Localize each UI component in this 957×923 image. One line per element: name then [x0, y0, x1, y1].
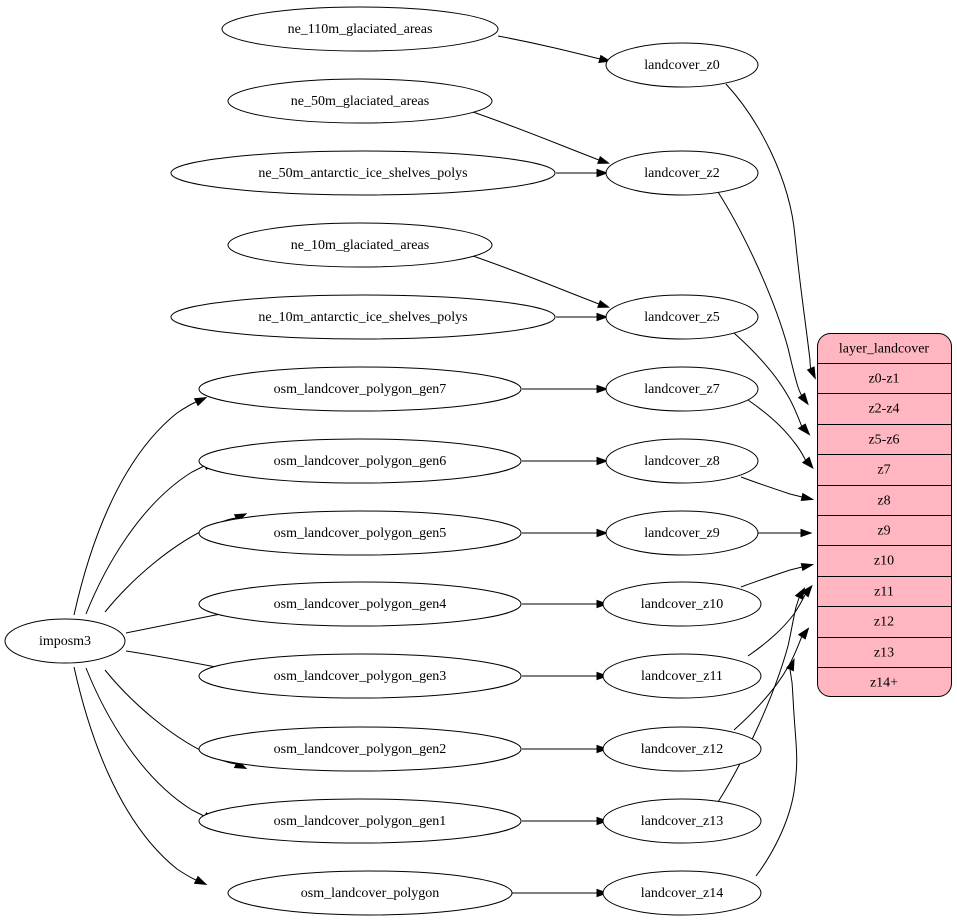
- node-landcover-z13[interactable]: landcover_z13: [602, 798, 762, 844]
- edge-gen1-to-z13: [522, 816, 609, 826]
- edge-imposm3-to-gen7: [73, 396, 208, 616]
- node-label: landcover_z10: [641, 597, 723, 612]
- edge-gen7-to-z7: [522, 384, 609, 394]
- record-row-z8[interactable]: z8: [877, 494, 890, 509]
- record-row-z9[interactable]: z9: [877, 524, 890, 539]
- edge-imposm3-to-gen1: [85, 667, 216, 822]
- node-osm-landcover-polygon-gen3[interactable]: osm_landcover_polygon_gen3: [198, 653, 522, 699]
- node-ne-110m-glaciated-areas[interactable]: ne_110m_glaciated_areas: [221, 6, 499, 52]
- edge-ne50m-glaciated-to-z2: [469, 110, 611, 164]
- edge-ne10m-antarctic-to-z5: [556, 312, 609, 322]
- edge-imposm3-to-polygon: [73, 666, 208, 886]
- node-osm-landcover-polygon-gen7[interactable]: osm_landcover_polygon_gen7: [198, 366, 522, 412]
- node-label: landcover_z12: [641, 742, 723, 757]
- node-osm-landcover-polygon-gen4[interactable]: osm_landcover_polygon_gen4: [198, 581, 522, 627]
- node-label: landcover_z14: [641, 886, 723, 901]
- record-row-z11[interactable]: z11: [874, 585, 894, 600]
- node-landcover-z0[interactable]: landcover_z0: [605, 42, 759, 88]
- node-ne-10m-antarctic-ice-shelves-polys[interactable]: ne_10m_antarctic_ice_shelves_polys: [170, 294, 556, 340]
- node-label: landcover_z7: [644, 382, 719, 397]
- node-landcover-z8[interactable]: landcover_z8: [605, 438, 759, 484]
- node-osm-landcover-polygon[interactable]: osm_landcover_polygon: [227, 870, 513, 916]
- edge-z7-to-row-z7: [747, 399, 814, 470]
- node-label: osm_landcover_polygon_gen2: [274, 742, 447, 757]
- edge-z10-to-row-z10: [740, 563, 815, 588]
- record-row-z5-z6[interactable]: z5-z6: [868, 433, 899, 448]
- node-label: landcover_z5: [644, 310, 719, 325]
- node-label: landcover_z0: [644, 58, 719, 73]
- edge-z2-to-row-z2z4: [717, 191, 809, 406]
- node-label: osm_landcover_polygon_gen5: [274, 526, 447, 541]
- edge-ne50m-antarctic-to-z2: [556, 168, 609, 178]
- node-label: ne_50m_antarctic_ice_shelves_polys: [258, 166, 467, 181]
- edge-z8-to-row-z8: [740, 476, 815, 501]
- node-osm-landcover-polygon-gen5[interactable]: osm_landcover_polygon_gen5: [198, 510, 522, 556]
- node-label: ne_50m_glaciated_areas: [291, 94, 429, 109]
- edge-polygon-to-z14: [512, 888, 609, 898]
- edge-gen5-to-z9: [522, 528, 609, 538]
- record-row-z14plus[interactable]: z14+: [870, 676, 898, 691]
- node-label: osm_landcover_polygon_gen7: [274, 382, 447, 397]
- node-landcover-z2[interactable]: landcover_z2: [605, 150, 759, 196]
- node-ne-10m-glaciated-areas[interactable]: ne_10m_glaciated_areas: [227, 222, 493, 268]
- edge-z0-to-row-z0z1: [725, 83, 816, 380]
- node-osm-landcover-polygon-gen2[interactable]: osm_landcover_polygon_gen2: [198, 726, 522, 772]
- node-imposm3[interactable]: imposm3: [4, 618, 126, 664]
- node-label: ne_110m_glaciated_areas: [288, 22, 433, 37]
- node-label: ne_10m_glaciated_areas: [291, 238, 429, 253]
- node-layer-landcover-record[interactable]: layer_landcover z0-z1 z2-z4 z5-z6 z7 z8 …: [817, 333, 952, 697]
- node-label: osm_landcover_polygon_gen4: [274, 597, 447, 612]
- node-label: osm_landcover_polygon_gen1: [274, 814, 447, 829]
- record-row-z12[interactable]: z12: [874, 615, 894, 630]
- edge-gen4-to-z10: [522, 599, 609, 609]
- node-label: landcover_z13: [641, 814, 723, 829]
- record-row-z13[interactable]: z13: [874, 646, 894, 661]
- node-ne-50m-antarctic-ice-shelves-polys[interactable]: ne_50m_antarctic_ice_shelves_polys: [170, 150, 556, 196]
- node-landcover-z14[interactable]: landcover_z14: [602, 870, 762, 916]
- record-row-z10[interactable]: z10: [874, 554, 894, 569]
- record-row-z7[interactable]: z7: [877, 463, 890, 478]
- edge-gen6-to-z8: [522, 456, 609, 466]
- edge-z9-to-row-z9: [755, 528, 813, 538]
- node-landcover-z5[interactable]: landcover_z5: [605, 294, 759, 340]
- node-label: osm_landcover_polygon_gen6: [274, 454, 447, 469]
- edge-gen2-to-z12: [522, 744, 609, 754]
- node-landcover-z7[interactable]: landcover_z7: [605, 366, 759, 412]
- record-row-z0-z1[interactable]: z0-z1: [868, 372, 899, 387]
- edge-ne10m-glaciated-to-z5: [469, 254, 611, 308]
- edge-imposm3-to-gen6: [85, 460, 216, 615]
- node-osm-landcover-polygon-gen6[interactable]: osm_landcover_polygon_gen6: [198, 438, 522, 484]
- node-landcover-z11[interactable]: landcover_z11: [602, 653, 762, 699]
- node-label: landcover_z9: [644, 526, 719, 541]
- nodes-layer: ne_110m_glaciated_areas ne_50m_glaciated…: [4, 6, 952, 916]
- node-label: osm_landcover_polygon_gen3: [274, 669, 447, 684]
- edge-z5-to-row-z5z6: [733, 332, 811, 436]
- node-label: ne_10m_antarctic_ice_shelves_polys: [258, 310, 467, 325]
- record-title: layer_landcover: [839, 342, 930, 357]
- node-landcover-z10[interactable]: landcover_z10: [602, 581, 762, 627]
- edge-gen3-to-z11: [522, 671, 609, 681]
- node-label: imposm3: [39, 634, 91, 649]
- node-label: landcover_z2: [644, 166, 719, 181]
- edge-z14-to-row-z14plus: [755, 658, 798, 877]
- node-ne-50m-glaciated-areas[interactable]: ne_50m_glaciated_areas: [227, 78, 493, 124]
- node-landcover-z9[interactable]: landcover_z9: [605, 510, 759, 556]
- record-row-z2-z4[interactable]: z2-z4: [868, 402, 899, 417]
- edge-ne110m-to-z0: [497, 35, 612, 64]
- node-landcover-z12[interactable]: landcover_z12: [602, 726, 762, 772]
- node-label: osm_landcover_polygon: [301, 886, 439, 901]
- node-label: landcover_z8: [644, 454, 719, 469]
- node-osm-landcover-polygon-gen1[interactable]: osm_landcover_polygon_gen1: [198, 798, 522, 844]
- node-label: landcover_z11: [641, 669, 723, 684]
